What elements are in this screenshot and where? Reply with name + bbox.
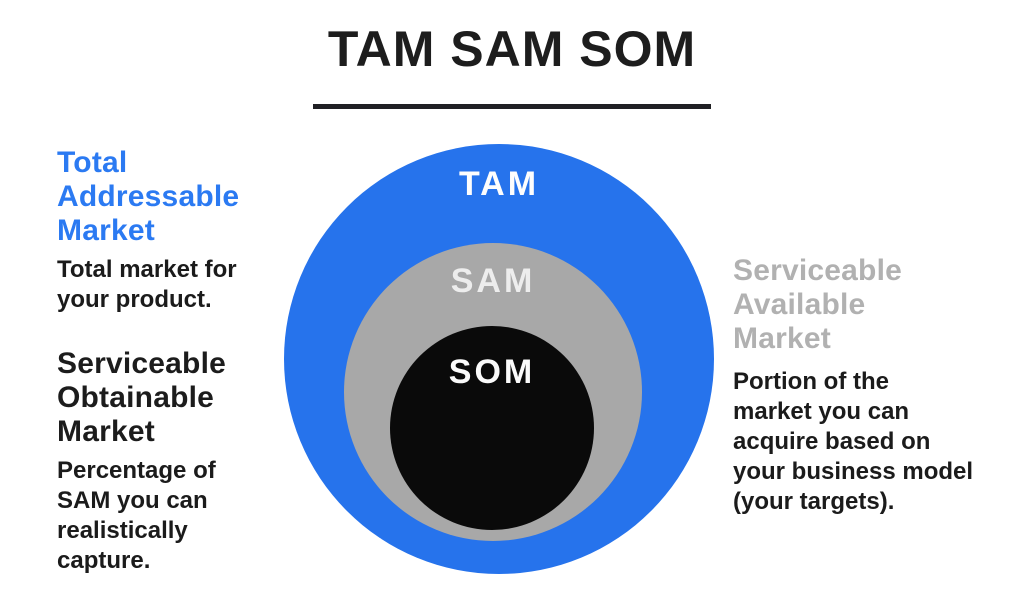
tam-annotation: Total Addressable Market Total market fo… [57, 146, 307, 315]
som-annotation: Serviceable Obtainable Market Percentage… [57, 347, 307, 576]
sam-annotation: Serviceable Available Market Portion of … [733, 254, 1024, 517]
tam-annotation-heading: Total Addressable Market [57, 146, 240, 247]
title-underline [313, 104, 711, 109]
sam-annotation-heading: Serviceable Available Market [733, 254, 902, 355]
tam-circle-label: TAM [458, 165, 540, 203]
som-annotation-heading: Serviceable Obtainable Market [57, 347, 226, 448]
som-circle-label: SOM [448, 353, 536, 391]
som-annotation-body: Percentage of SAM you can realistically … [57, 457, 216, 574]
som-circle: SOM [390, 326, 594, 530]
sam-circle: SAM SOM [344, 243, 642, 541]
page-title: TAM SAM SOM [327, 21, 697, 77]
tam-circle: TAM SAM SOM [284, 144, 714, 574]
tam-annotation-body: Total market for your product. [57, 256, 237, 313]
sam-circle-label: SAM [450, 262, 536, 300]
sam-annotation-body: Portion of the market you can acquire ba… [733, 368, 974, 515]
